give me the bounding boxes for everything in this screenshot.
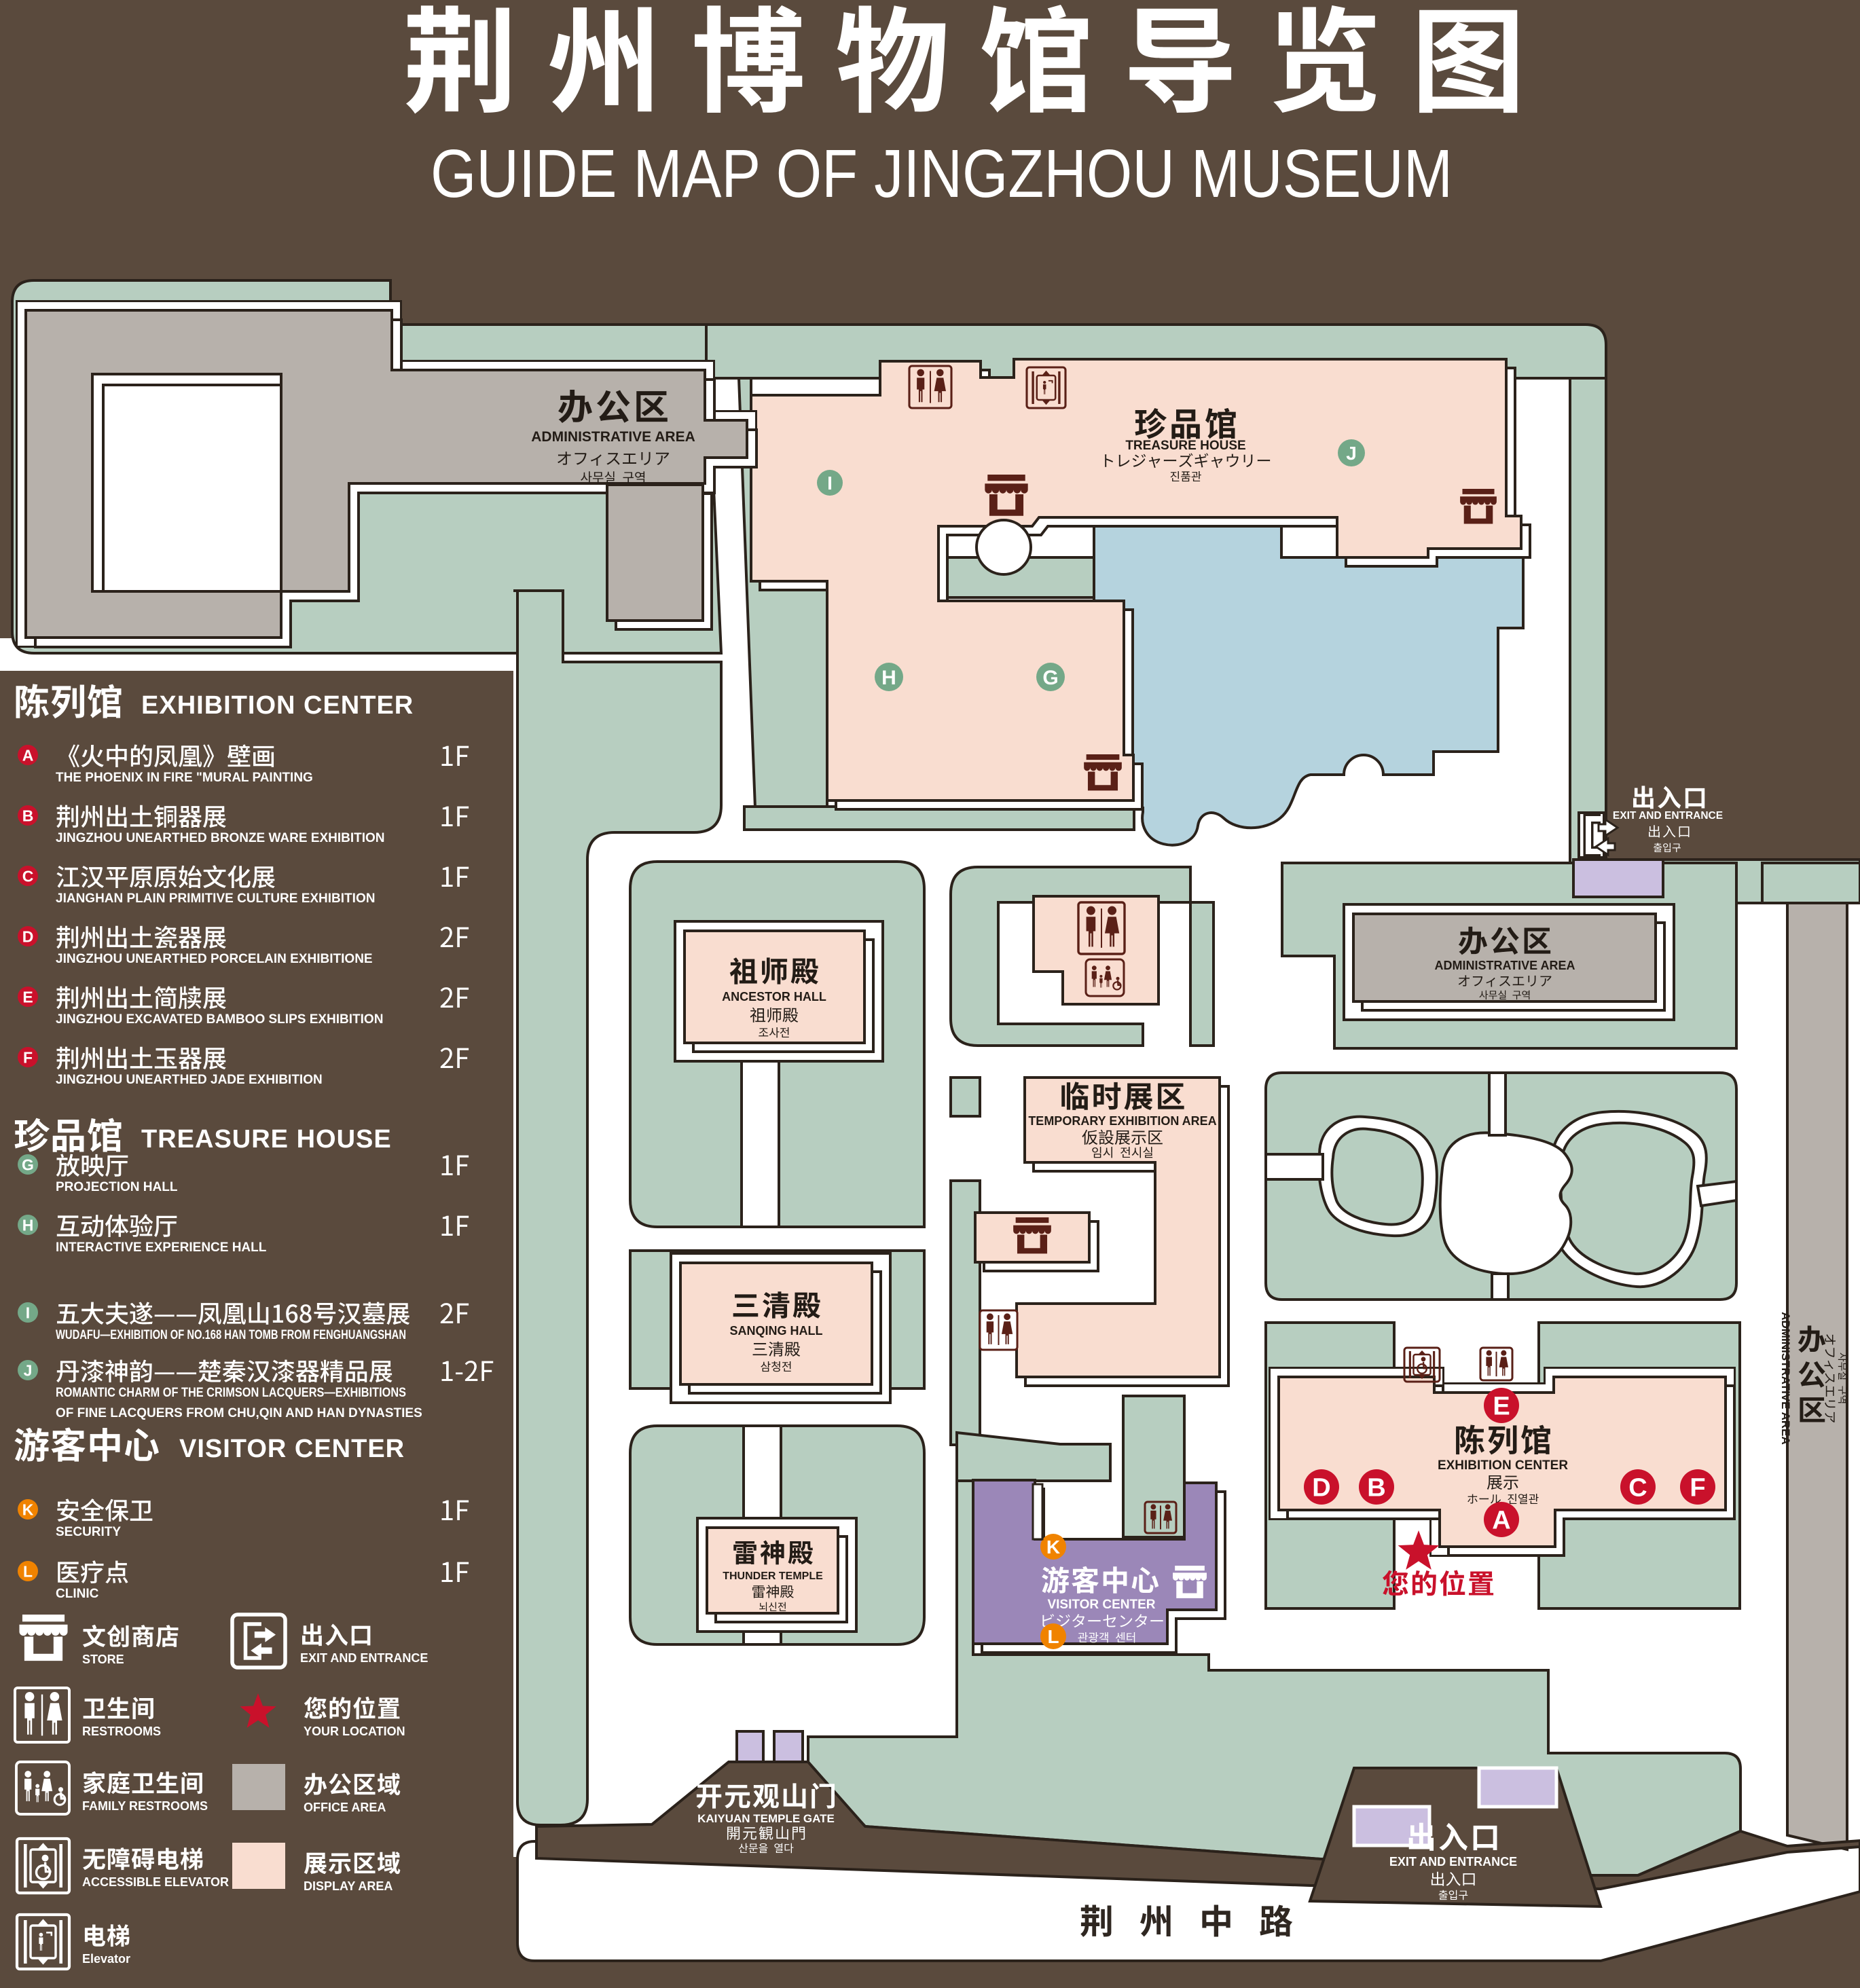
svg-text:L: L [1047,1626,1059,1647]
svg-text:WUDAFU—EXHIBITION OF NO.168 HA: WUDAFU—EXHIBITION OF NO.168 HAN TOMB FRO… [56,1328,406,1342]
svg-text:JINGZHOU UNEARTHED JADE EXHIBI: JINGZHOU UNEARTHED JADE EXHIBITION [56,1073,323,1087]
svg-text:THE PHOENIX IN FIRE "MURAL PAI: THE PHOENIX IN FIRE "MURAL PAINTING [56,771,313,785]
svg-text:J: J [24,1361,33,1379]
svg-text:EXIT AND ENTRANCE: EXIT AND ENTRANCE [300,1651,428,1665]
svg-text:D: D [22,927,34,945]
svg-text:E: E [1493,1393,1510,1421]
svg-text:I: I [827,473,833,494]
svg-text:K: K [1046,1536,1060,1558]
svg-text:K: K [22,1501,34,1518]
svg-text:B: B [22,807,34,824]
svg-text:GUIDE MAP OF JINGZHOU MUSEUM: GUIDE MAP OF JINGZHOU MUSEUM [431,136,1453,212]
svg-text:H: H [22,1216,34,1234]
svg-text:ADMINISTRATIVE AREA: ADMINISTRATIVE AREA [1779,1312,1792,1445]
svg-text:PROJECTION HALL: PROJECTION HALL [56,1180,178,1194]
svg-text:G: G [22,1156,34,1173]
svg-text:DISPLAY AREA: DISPLAY AREA [304,1879,393,1893]
svg-text:A: A [1492,1507,1510,1535]
svg-text:OFFICE AREA: OFFICE AREA [304,1801,386,1814]
svg-text:TEMPORARY EXHIBITION AREA: TEMPORARY EXHIBITION AREA [1028,1114,1216,1128]
svg-text:JINGZHOU EXCAVATED BAMBOO SLIP: JINGZHOU EXCAVATED BAMBOO SLIPS EXHIBITI… [56,1012,383,1027]
svg-text:ADMINISTRATIVE AREA: ADMINISTRATIVE AREA [1435,959,1575,972]
svg-text:YOUR LOCATION: YOUR LOCATION [304,1725,405,1738]
svg-text:EXHIBITION CENTER: EXHIBITION CENTER [1438,1458,1568,1473]
svg-text:A: A [22,746,34,764]
svg-text:ACCESSIBLE ELEVATOR: ACCESSIBLE ELEVATOR [82,1875,229,1889]
svg-text:STORE: STORE [82,1653,124,1666]
svg-text:EXHIBITION CENTER: EXHIBITION CENTER [141,691,414,720]
svg-text:D: D [1312,1474,1330,1503]
svg-text:SECURITY: SECURITY [56,1525,121,1539]
svg-text:F: F [1690,1474,1705,1503]
svg-text:H: H [881,667,896,689]
svg-text:TREASURE HOUSE: TREASURE HOUSE [1125,439,1245,453]
svg-text:C: C [1628,1474,1647,1503]
svg-text:I: I [26,1304,30,1321]
svg-text:FAMILY RESTROOMS: FAMILY RESTROOMS [82,1799,208,1813]
svg-text:E: E [22,988,33,1006]
svg-text:JINGZHOU UNEARTHED PORCELAIN E: JINGZHOU UNEARTHED PORCELAIN EXHIBITIONE [56,952,373,966]
svg-text:G: G [1042,667,1058,689]
svg-text:TREASURE HOUSE: TREASURE HOUSE [141,1125,392,1154]
svg-text:VISITOR CENTER: VISITOR CENTER [1047,1598,1155,1612]
svg-text:ADMINISTRATIVE AREA: ADMINISTRATIVE AREA [531,429,695,445]
svg-text:KAIYUAN TEMPLE GATE: KAIYUAN TEMPLE GATE [697,1812,835,1825]
svg-text:J: J [1346,443,1357,464]
svg-text:RESTROOMS: RESTROOMS [82,1725,161,1738]
svg-text:VISITOR CENTER: VISITOR CENTER [179,1435,405,1463]
svg-text:C: C [22,867,34,885]
svg-text:L: L [23,1562,33,1580]
svg-text:ANCESTOR HALL: ANCESTOR HALL [722,990,826,1004]
svg-text:B: B [1367,1474,1385,1503]
svg-text:CLINIC: CLINIC [56,1587,99,1601]
svg-text:JIANGHAN PLAIN PRIMITIVE CULTU: JIANGHAN PLAIN PRIMITIVE CULTURE EXHIBIT… [56,891,375,906]
svg-text:INTERACTIVE EXPERIENCE HALL: INTERACTIVE EXPERIENCE HALL [56,1240,267,1255]
svg-text:SANQING HALL: SANQING HALL [730,1324,823,1338]
svg-text:Elevator: Elevator [82,1952,130,1966]
svg-text:EXIT AND ENTRANCE: EXIT AND ENTRANCE [1613,810,1723,822]
svg-text:EXIT AND ENTRANCE: EXIT AND ENTRANCE [1389,1855,1517,1869]
svg-text:THUNDER TEMPLE: THUNDER TEMPLE [723,1570,823,1582]
svg-text:OF FINE LACQUERS FROM CHU,QIN: OF FINE LACQUERS FROM CHU,QIN AND HAN DY… [56,1406,422,1420]
svg-text:ROMANTIC CHARM OF THE CRIMSON: ROMANTIC CHARM OF THE CRIMSON LACQUERS—E… [56,1386,406,1400]
svg-text:F: F [23,1048,33,1066]
svg-text:JINGZHOU UNEARTHED BRONZE WARE: JINGZHOU UNEARTHED BRONZE WARE EXHIBITIO… [56,831,385,845]
